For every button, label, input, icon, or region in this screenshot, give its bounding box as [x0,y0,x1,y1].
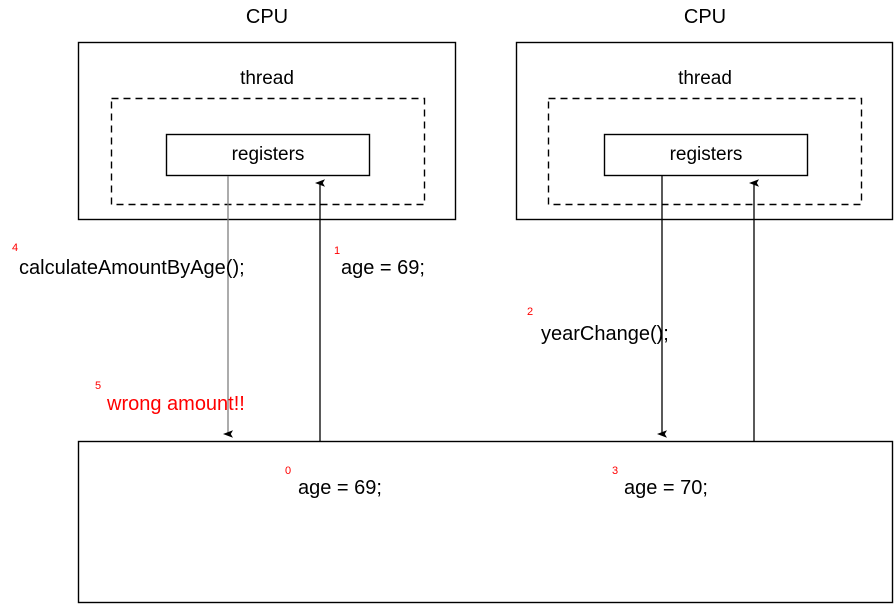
annotation-register-age-69: age = 69; [341,257,425,279]
memory-value-age-70: age = 70; [624,477,708,499]
cpu-right-box [515,41,894,221]
step-number-0: 0 [285,465,292,477]
step-number-5: 5 [95,380,102,392]
cpu-right-registers-label: registers [669,144,743,165]
cpu-left-thread-label: thread [240,68,294,89]
cpu-right-thread-label: thread [678,68,732,89]
cpu-left-title: CPU [245,6,289,28]
cpu-right-registers-box [603,133,809,177]
annotation-year-change: yearChange(); [541,323,669,345]
annotation-calculate-amount-by-age: calculateAmountByAge(); [19,257,245,279]
cpu-left-registers-box [165,133,371,177]
cpu-left-thread-box [110,97,426,206]
memory-value-age-69: age = 69; [298,477,382,499]
step-number-1: 1 [334,245,341,257]
cpu-right-thread-box [547,97,863,206]
cpu-right-title: CPU [683,6,727,28]
step-number-3: 3 [612,465,619,477]
memory-box [77,440,894,604]
cpu-left-box [77,41,457,221]
cpu-left-registers-label: registers [231,144,305,165]
annotation-wrong-amount: wrong amount!! [107,393,245,415]
step-number-4: 4 [12,242,19,254]
step-number-2: 2 [527,306,534,318]
